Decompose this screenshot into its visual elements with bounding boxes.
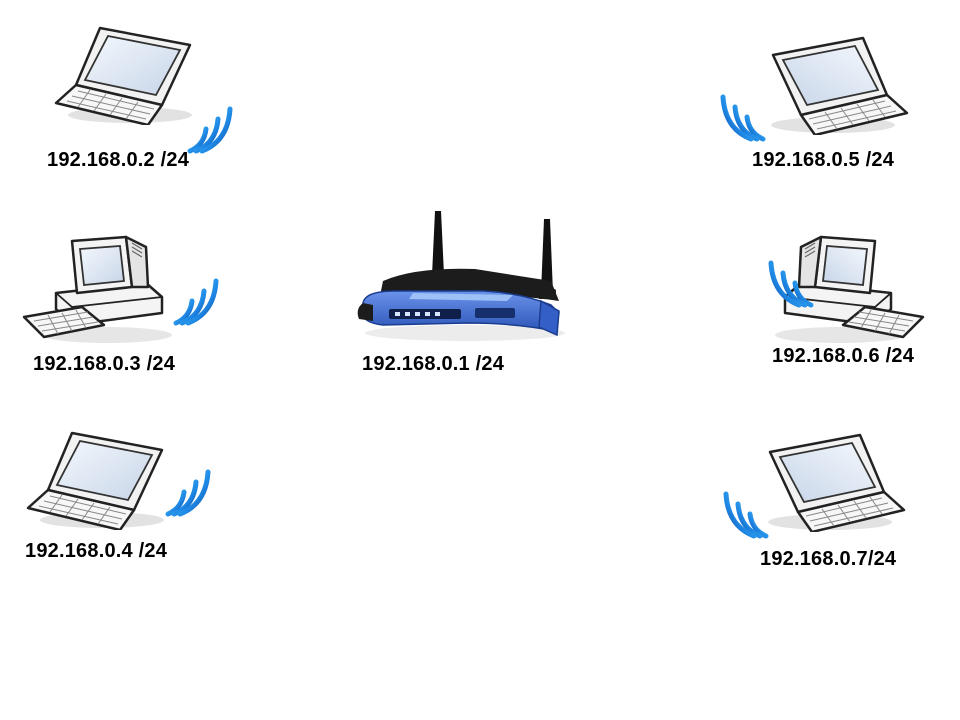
client-node-1: 192.168.0.2 /24 bbox=[40, 25, 240, 180]
router-node: 192.168.0.1 /24 bbox=[355, 205, 575, 385]
wifi-signal-icon bbox=[717, 93, 767, 143]
ip-label: 192.168.0.4 /24 bbox=[25, 540, 167, 563]
client-node-4: 192.168.0.5 /24 bbox=[715, 35, 945, 180]
wifi-signal-icon bbox=[164, 468, 214, 518]
router-ip-label: 192.168.0.1 /24 bbox=[362, 353, 504, 376]
wifi-signal-icon bbox=[720, 490, 770, 540]
laptop-icon bbox=[763, 35, 913, 135]
desktop-computer-icon bbox=[22, 235, 172, 345]
ip-label: 192.168.0.5 /24 bbox=[752, 149, 894, 172]
ip-label: 192.168.0.3 /24 bbox=[33, 353, 175, 376]
wifi-signal-icon bbox=[172, 277, 222, 327]
wireless-router-icon bbox=[355, 205, 570, 345]
laptop-icon bbox=[760, 432, 910, 532]
laptop-icon bbox=[50, 25, 200, 125]
client-node-6: 192.168.0.7/24 bbox=[720, 432, 950, 582]
client-node-2: 192.168.0.3 /24 bbox=[20, 235, 240, 380]
ip-label: 192.168.0.2 /24 bbox=[47, 149, 189, 172]
ip-label: 192.168.0.6 /24 bbox=[772, 345, 914, 368]
ip-label: 192.168.0.7/24 bbox=[760, 548, 896, 571]
client-node-3: 192.168.0.4 /24 bbox=[18, 430, 238, 570]
client-node-5: 192.168.0.6 /24 bbox=[745, 235, 955, 380]
wifi-signal-icon bbox=[765, 259, 815, 309]
wifi-signal-icon bbox=[186, 105, 236, 155]
laptop-icon bbox=[22, 430, 172, 530]
